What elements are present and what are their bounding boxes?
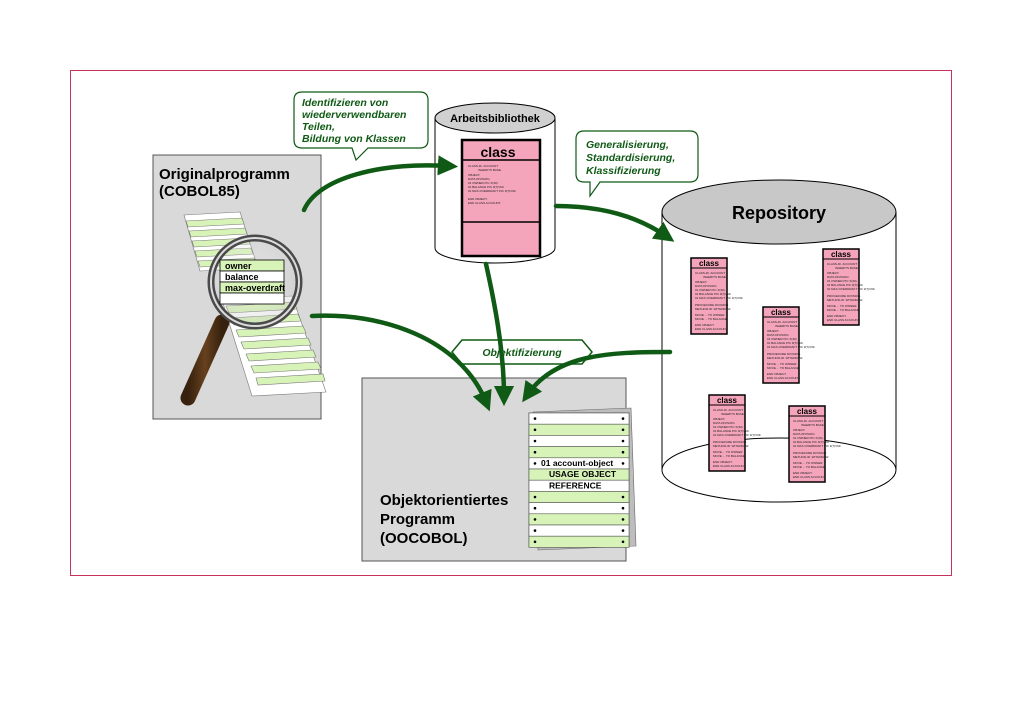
library-cylinder: Arbeitsbibliothek class CLASS-ID. ACCOUN… <box>434 102 556 264</box>
arrow-library-to-oo-program <box>483 261 515 407</box>
repository-class-label: class <box>699 259 720 268</box>
bullet-dot <box>533 450 537 454</box>
callout-generalize-line-2: Standardisierung, <box>586 152 675 164</box>
bullet-dot <box>533 529 537 532</box>
listing-row <box>528 412 630 425</box>
field-owner: owner <box>225 261 252 271</box>
bullet-dot <box>621 506 625 510</box>
library-title: Arbeitsbibliothek <box>450 113 541 125</box>
repository-class-card: class <box>822 248 877 326</box>
svg-text:END OBJECT.: END OBJECT. <box>468 197 488 201</box>
listing-row <box>528 446 630 459</box>
svg-text:01 BALANCE PIC 9(7)V99.: 01 BALANCE PIC 9(7)V99. <box>468 185 505 189</box>
repository-class-label: class <box>831 250 852 259</box>
listing-row <box>528 435 630 447</box>
bullet-dot <box>621 529 625 532</box>
listing-row <box>528 535 630 548</box>
oo-program-panel: Objektorientiertes Programm (OOCOBOL) 01… <box>361 377 637 562</box>
listing-row-text: USAGE OBJECT <box>549 469 617 479</box>
bullet-dot <box>533 428 537 432</box>
repository-class-label: class <box>797 407 818 416</box>
repository-class-card: class <box>708 394 763 472</box>
svg-text:OBJECT.: OBJECT. <box>468 173 481 177</box>
callout-generalize: Generalisierung, Standardisierung, Klass… <box>575 130 699 198</box>
field-balance: balance <box>225 272 259 282</box>
listing-row-text: REFERENCE <box>549 480 602 490</box>
bullet-dot <box>621 428 625 432</box>
repository-class-card: class <box>690 257 745 335</box>
callout-identify-line-4: Bildung von Klassen <box>302 133 406 145</box>
bullet-dot <box>621 540 625 544</box>
listing-row <box>528 513 630 526</box>
listing-row <box>528 524 630 537</box>
callout-identify-line-1: Identifizieren von <box>302 97 388 109</box>
bullet-dot <box>621 518 625 521</box>
bullet-dot <box>621 417 625 420</box>
listing-row <box>528 502 630 515</box>
objectify-label: Objektifizierung <box>482 347 562 359</box>
bullet-dot <box>621 439 625 443</box>
diagram-frame <box>70 70 952 576</box>
magnifier-icon: owner balance max-overdraft <box>180 234 303 406</box>
arrow-original-to-library <box>301 155 459 213</box>
bullet-dot <box>533 518 537 521</box>
svg-text:INHERITS BASE.: INHERITS BASE. <box>478 168 502 172</box>
original-program-panel: Originalprogramm (COBOL85) <box>152 154 327 420</box>
repository-class-label: class <box>771 308 792 317</box>
svg-text:01 MAX-OVERDRAFT PIC 9(7)V99.: 01 MAX-OVERDRAFT PIC 9(7)V99. <box>468 189 516 193</box>
library-class-card: class CLASS-ID. ACCOUNT INHERITS BASE. O… <box>460 138 542 258</box>
bullet-dot <box>533 506 537 510</box>
original-program-subtitle: (COBOL85) <box>159 183 240 200</box>
svg-text:01 OWNER PIC X(30).: 01 OWNER PIC X(30). <box>468 181 499 185</box>
arrow-original-to-oo-program <box>309 313 492 412</box>
bullet-dot <box>533 439 537 443</box>
bullet-dot <box>533 495 537 499</box>
callout-generalize-line-3: Klassifizierung <box>586 165 661 177</box>
oo-program-title-2: Programm <box>380 511 455 528</box>
repository-class-card: class <box>788 405 843 483</box>
listing-row <box>528 423 630 436</box>
field-max-overdraft: max-overdraft <box>225 283 285 293</box>
oo-program-title-1: Objektorientiertes <box>380 492 508 509</box>
repository-class-card: class <box>762 306 817 384</box>
library-class-label: class <box>480 144 515 160</box>
arrow-library-to-repository <box>553 203 675 242</box>
repository-cylinder: Repository class class class class class <box>661 179 897 503</box>
oo-program-title-3: (OOCOBOL) <box>380 530 468 547</box>
bullet-dot <box>621 450 625 454</box>
callout-identify-line-3: Teilen, <box>302 121 335 133</box>
bullet-dot <box>533 540 537 544</box>
listing-row-text: 01 account-object <box>541 458 613 468</box>
callout-identify: Identifizieren von wiederverwendbaren Te… <box>293 91 429 162</box>
svg-text:END CLASS ACCOUNT.: END CLASS ACCOUNT. <box>468 201 501 205</box>
arrow-repository-to-oo-program <box>522 349 673 403</box>
svg-text:DATA DIVISION.: DATA DIVISION. <box>468 177 490 181</box>
repository-class-label: class <box>717 396 738 405</box>
callout-identify-line-2: wiederverwendbaren <box>302 109 406 121</box>
original-program-title: Originalprogramm <box>159 166 290 183</box>
svg-text:CLASS-ID. ACCOUNT: CLASS-ID. ACCOUNT <box>468 164 498 168</box>
bullet-dot <box>621 495 625 499</box>
bullet-dot <box>621 462 625 465</box>
callout-generalize-line-1: Generalisierung, <box>586 139 669 151</box>
bullet-dot <box>533 462 537 465</box>
objectify-badge: Objektifizierung <box>451 339 593 365</box>
listing-row <box>528 491 630 503</box>
field-list: owner balance max-overdraft <box>219 259 285 305</box>
bullet-dot <box>533 417 537 420</box>
repository-title: Repository <box>732 203 826 223</box>
